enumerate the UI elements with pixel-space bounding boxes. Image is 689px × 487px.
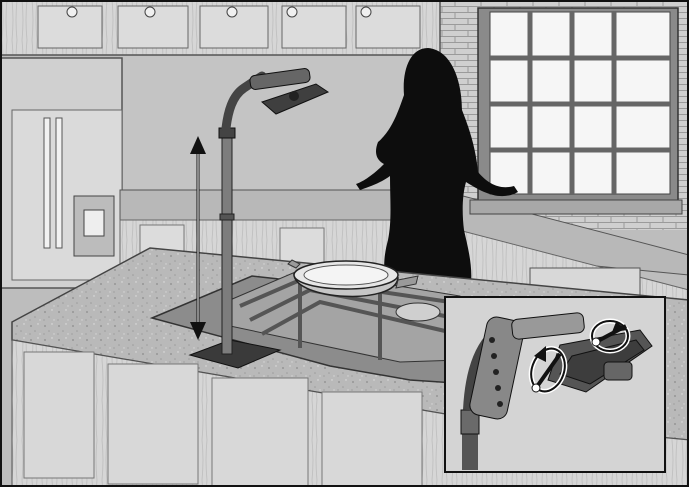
window (470, 8, 682, 214)
knob-icon (145, 7, 155, 17)
knob-icon (287, 7, 297, 17)
knob-icon (67, 7, 77, 17)
refrigerator (0, 58, 122, 288)
knob-icon (227, 7, 237, 17)
knob-icon (361, 7, 371, 17)
upper-cabinets (0, 0, 440, 55)
